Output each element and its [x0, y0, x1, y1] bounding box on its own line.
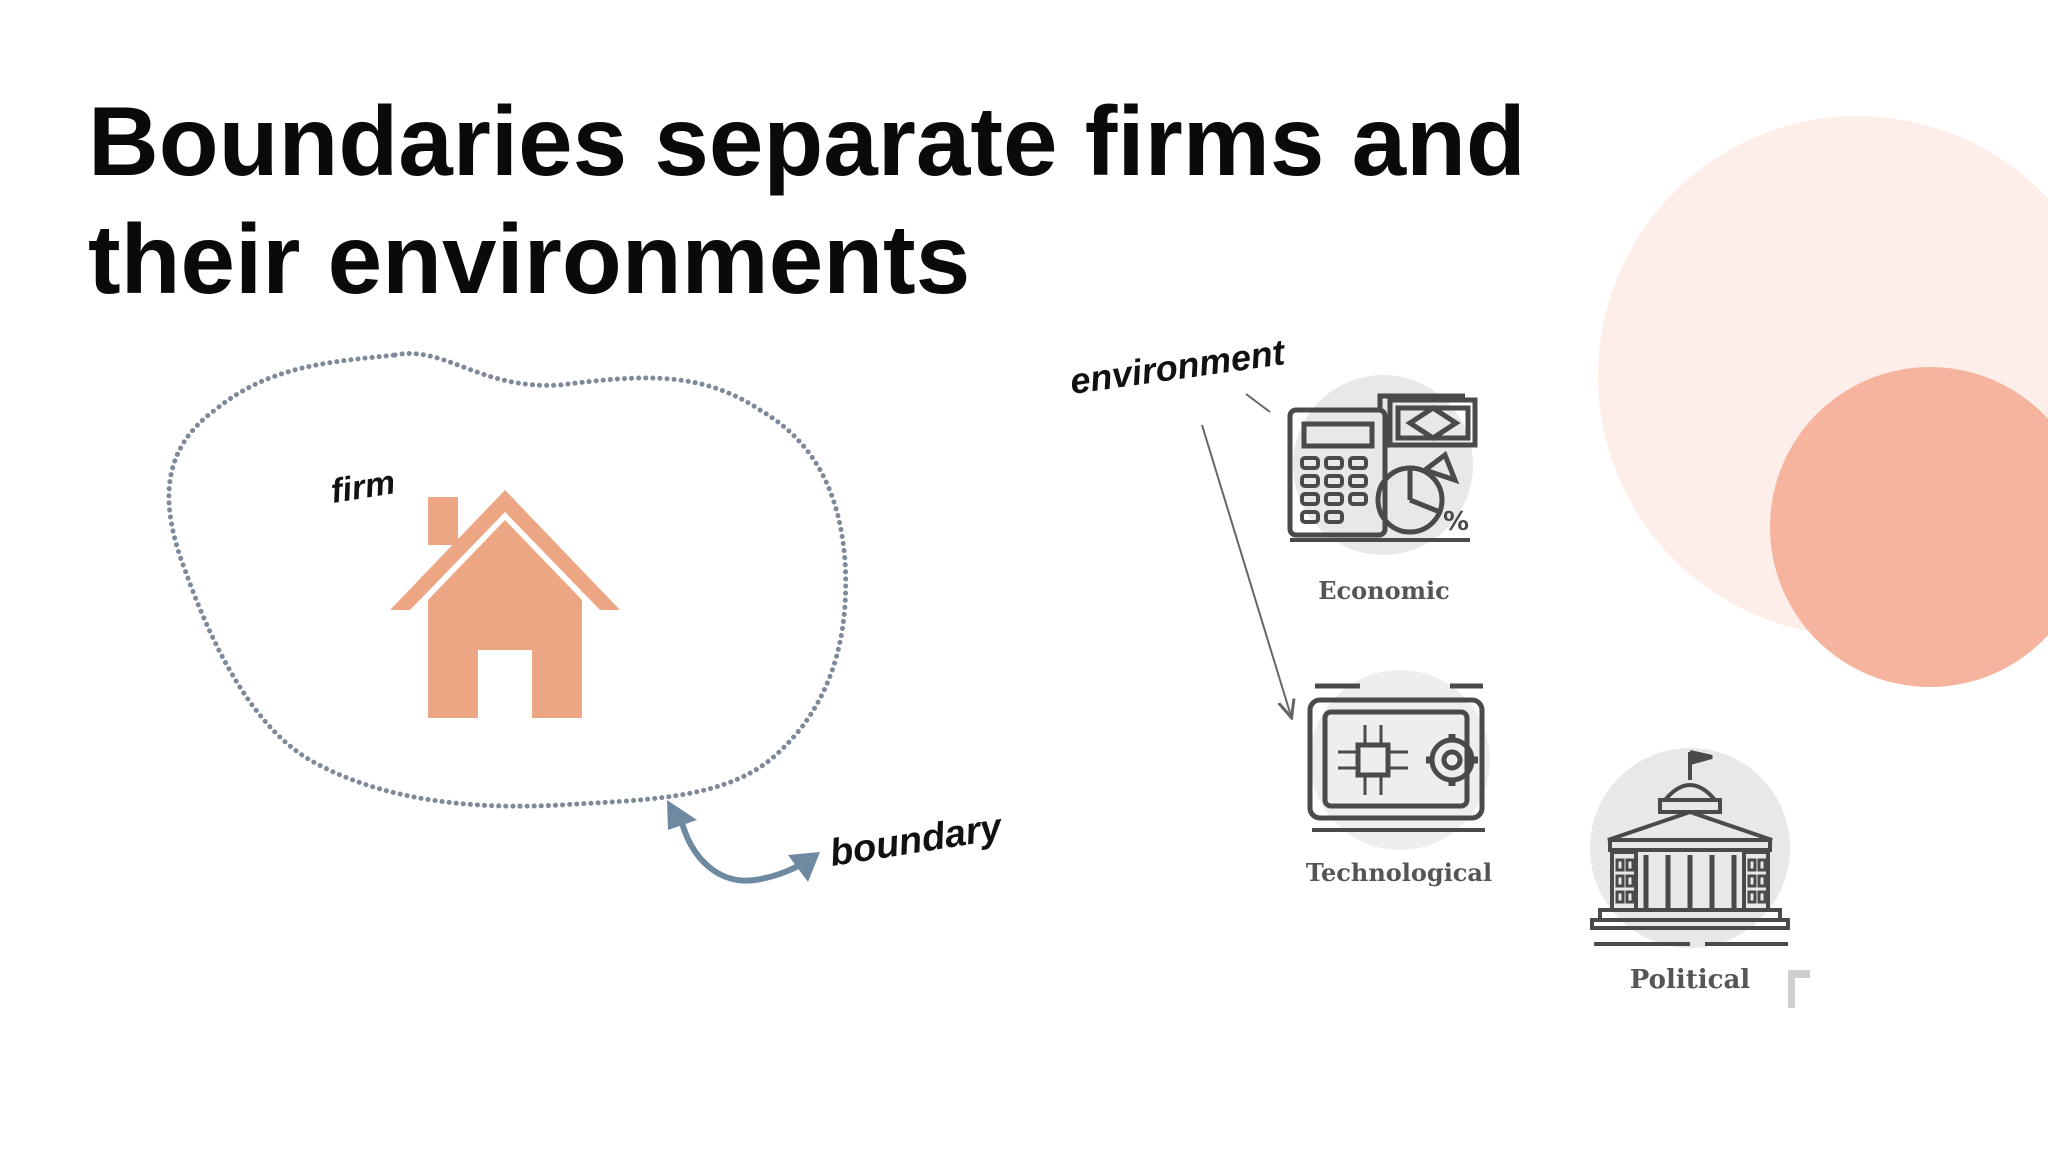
firm-label: firm [328, 463, 397, 511]
title-line-2: their environments [88, 204, 971, 314]
percent-sign: % [1443, 507, 1469, 537]
environment-label: environment [1067, 331, 1289, 402]
slide-title: Boundaries separate firms and their envi… [88, 82, 1608, 318]
technological-icon-bg [1310, 670, 1490, 850]
political-caption: Political [1630, 965, 1751, 995]
boundary-label: boundary [827, 806, 1006, 875]
calculator-money-chart-icon [1287, 393, 1478, 538]
title-line-1: Boundaries separate firms and [88, 86, 1526, 196]
political-factor: Political [1590, 748, 1810, 1008]
technological-caption: Technological [1306, 858, 1492, 887]
environment-pointer-short [1245, 393, 1271, 413]
environment-pointer-arrow [1201, 424, 1291, 716]
boundary-outline [166, 351, 849, 809]
political-corner-mark-inner [1795, 978, 1810, 1008]
government-building-icon [1590, 750, 1790, 930]
economic-caption: Economic [1318, 576, 1450, 605]
economic-factor: % Economic [1287, 375, 1478, 605]
house-icon [390, 490, 620, 718]
boundary-arrow [667, 800, 820, 884]
circuit-chip-gear-icon [1307, 683, 1485, 821]
decorative-circle-small [1770, 367, 2048, 687]
technological-factor: Technological [1306, 670, 1492, 887]
